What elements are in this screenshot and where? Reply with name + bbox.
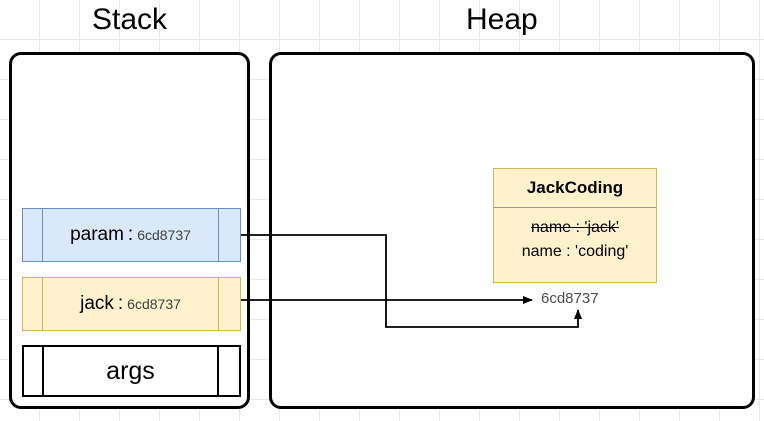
heap-object-field-struck: name : 'jack' bbox=[531, 219, 619, 236]
variable-name: args bbox=[106, 356, 155, 385]
variable-address: 6cd8737 bbox=[137, 227, 191, 243]
heap-object-jackcoding[interactable]: JackCoding name : 'jack' name : 'coding' bbox=[493, 168, 657, 283]
frame-content: param : 6cd8737 bbox=[43, 209, 218, 261]
stack-frame-args[interactable]: args bbox=[22, 345, 241, 397]
heap-address-label: 6cd8737 bbox=[541, 290, 599, 307]
frame-left-cell bbox=[24, 347, 44, 395]
stack-title: Stack bbox=[92, 3, 168, 36]
heap-object-title: JackCoding bbox=[494, 169, 656, 208]
variable-name: param bbox=[70, 224, 124, 245]
variable-name: jack bbox=[80, 293, 114, 314]
frame-right-cell bbox=[217, 347, 239, 395]
variable-separator: : bbox=[127, 224, 134, 245]
frame-content: args bbox=[44, 347, 217, 395]
variable-separator: : bbox=[117, 293, 124, 314]
frame-right-cell bbox=[218, 278, 240, 330]
frame-left-cell bbox=[23, 278, 43, 330]
heap-title: Heap bbox=[466, 3, 538, 36]
frame-content: jack : 6cd8737 bbox=[43, 278, 218, 330]
stack-frame-jack[interactable]: jack : 6cd8737 bbox=[22, 277, 241, 331]
variable-address: 6cd8737 bbox=[127, 296, 181, 312]
frame-right-cell bbox=[218, 209, 240, 261]
heap-object-fields: name : 'jack' name : 'coding' bbox=[494, 208, 656, 264]
frame-left-cell bbox=[23, 209, 43, 261]
heap-object-field-current: name : 'coding' bbox=[521, 243, 629, 260]
stack-frame-param[interactable]: param : 6cd8737 bbox=[22, 208, 241, 262]
